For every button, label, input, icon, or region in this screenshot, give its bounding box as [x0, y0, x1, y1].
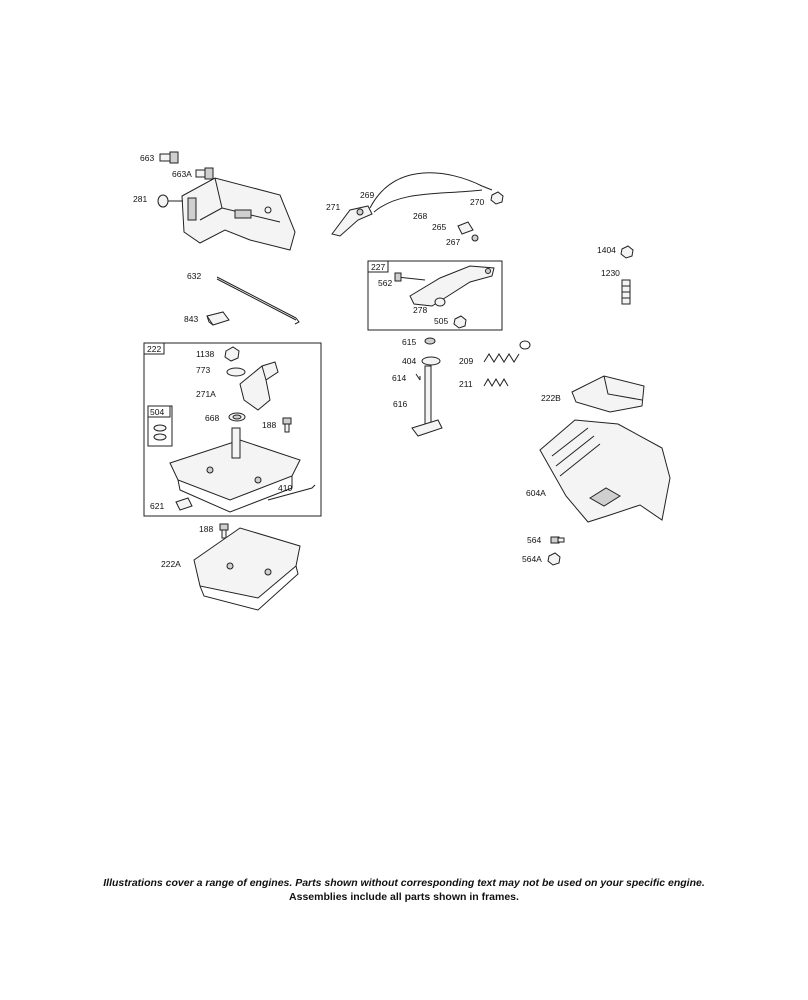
part-614-pin [415, 373, 421, 381]
frame-222-tag [143, 342, 165, 355]
label-222: 222 [147, 344, 161, 354]
label-227: 227 [371, 262, 385, 272]
label-616: 616 [393, 399, 407, 409]
part-504-washers [153, 424, 167, 441]
label-222b: 222B [541, 393, 561, 403]
frame-227-tag [367, 260, 389, 273]
part-268-throttle-cable [369, 172, 493, 213]
part-222a-control-bracket [193, 527, 301, 611]
label-773: 773 [196, 365, 210, 375]
label-268: 268 [413, 211, 427, 221]
part-604a-blower-housing [539, 419, 671, 523]
label-1404: 1404 [597, 245, 616, 255]
part-564-screw [550, 536, 565, 544]
part-505-nut [453, 315, 467, 329]
part-281-control-bracket [157, 177, 296, 251]
label-1230: 1230 [601, 268, 620, 278]
frame-222 [143, 342, 322, 517]
label-211: 211 [459, 379, 473, 389]
label-564a: 564A [522, 554, 542, 564]
label-663: 663 [140, 153, 154, 163]
label-410: 410 [278, 483, 292, 493]
label-504: 504 [150, 407, 164, 417]
part-188-screw-upper [282, 417, 292, 433]
part-564a-nut [547, 552, 561, 566]
label-267: 267 [446, 237, 460, 247]
label-843: 843 [184, 314, 198, 324]
label-562: 562 [378, 278, 392, 288]
part-621-clip [175, 497, 193, 511]
label-265: 265 [432, 222, 446, 232]
part-209-spring [483, 340, 531, 363]
label-615: 615 [402, 337, 416, 347]
part-632-link-rod [216, 276, 300, 325]
footer-assemblies-note: Assemblies include all parts shown in fr… [289, 891, 519, 903]
part-404-washer [421, 356, 441, 366]
part-773-washer [226, 367, 246, 377]
label-621: 621 [150, 501, 164, 511]
label-269: 269 [360, 190, 374, 200]
part-1138-nut [224, 346, 240, 362]
label-222a: 222A [161, 559, 181, 569]
part-271a-control-lever [239, 361, 279, 411]
label-564: 564 [527, 535, 541, 545]
frame-227 [367, 260, 503, 331]
part-222-control-bracket [169, 427, 301, 513]
part-188-screw-lower [219, 523, 229, 539]
part-663a-bolt [195, 167, 214, 180]
label-632: 632 [187, 271, 201, 281]
label-188-lower: 188 [199, 524, 213, 534]
part-271-lever [331, 205, 373, 237]
part-615-retainer [424, 337, 436, 345]
footer-disclaimer: Illustrations cover a range of engines. … [103, 877, 705, 889]
part-616-governor-shaft [411, 365, 443, 437]
part-663-bolt [159, 151, 179, 164]
part-843-block [206, 311, 230, 326]
label-281: 281 [133, 194, 147, 204]
label-209: 209 [459, 356, 473, 366]
frame-504-tag [147, 405, 171, 418]
part-270-nut [490, 191, 504, 205]
label-270: 270 [470, 197, 484, 207]
label-1138: 1138 [196, 349, 215, 359]
label-188-upper: 188 [262, 420, 276, 430]
part-222b-bracket [571, 375, 645, 413]
part-265-clamp [457, 221, 474, 235]
label-271: 271 [326, 202, 340, 212]
label-663a: 663A [172, 169, 192, 179]
label-668: 668 [205, 413, 219, 423]
part-668-spring-washer [228, 412, 246, 422]
part-267-screw [471, 234, 479, 242]
label-604a: 604A [526, 488, 546, 498]
label-404: 404 [402, 356, 416, 366]
label-614: 614 [392, 373, 406, 383]
part-1404-nut [620, 245, 634, 259]
part-227-throttle-lever [394, 265, 495, 307]
part-211-spring [483, 377, 509, 388]
label-271a: 271A [196, 389, 216, 399]
part-410-link [267, 484, 316, 501]
label-278: 278 [413, 305, 427, 315]
part-1230-stud [621, 279, 631, 305]
part-278-washer [434, 297, 446, 307]
label-505: 505 [434, 316, 448, 326]
